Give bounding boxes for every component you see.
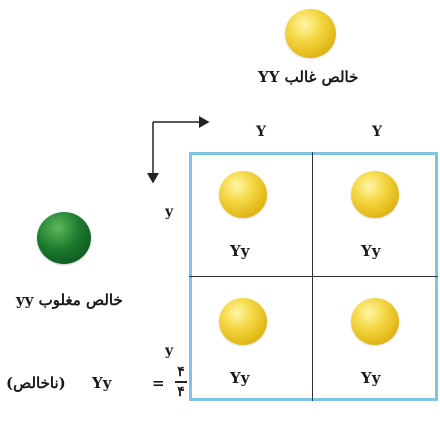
yellow-pea-cell-icon — [219, 298, 267, 345]
yellow-pea-cell-icon — [351, 171, 399, 218]
top-allele-1: Y — [256, 124, 266, 140]
result-equals: = — [152, 374, 165, 392]
result-fraction: ۴ ۴ — [174, 364, 188, 400]
cell-genotype: Yy — [230, 242, 250, 260]
cell-genotype: Yy — [361, 242, 381, 260]
fraction-numerator: ۴ — [177, 364, 185, 380]
yellow-pea-cell-icon — [351, 298, 399, 345]
left-allele-2: y — [165, 343, 174, 359]
recessive-parent-label: خالص مغلوب yy — [16, 291, 123, 309]
result-text: (ناخالص) — [6, 374, 66, 392]
yellow-pea-parent-icon — [285, 9, 336, 58]
dominant-parent-label: خالص غالب YY — [258, 68, 359, 86]
fraction-denominator: ۴ — [177, 383, 185, 400]
green-pea-parent-icon — [37, 212, 91, 264]
left-allele-1: y — [165, 204, 174, 220]
result-formula: (ناخالص) Yy = ۴ ۴ — [6, 364, 188, 404]
arrows-icon — [147, 116, 210, 184]
yellow-pea-cell-icon — [219, 171, 267, 218]
top-allele-2: Y — [372, 124, 382, 140]
cell-genotype: Yy — [230, 369, 250, 387]
grid-divider-horizontal — [189, 276, 438, 277]
result-genotype: Yy — [92, 374, 112, 392]
cell-genotype: Yy — [361, 369, 381, 387]
